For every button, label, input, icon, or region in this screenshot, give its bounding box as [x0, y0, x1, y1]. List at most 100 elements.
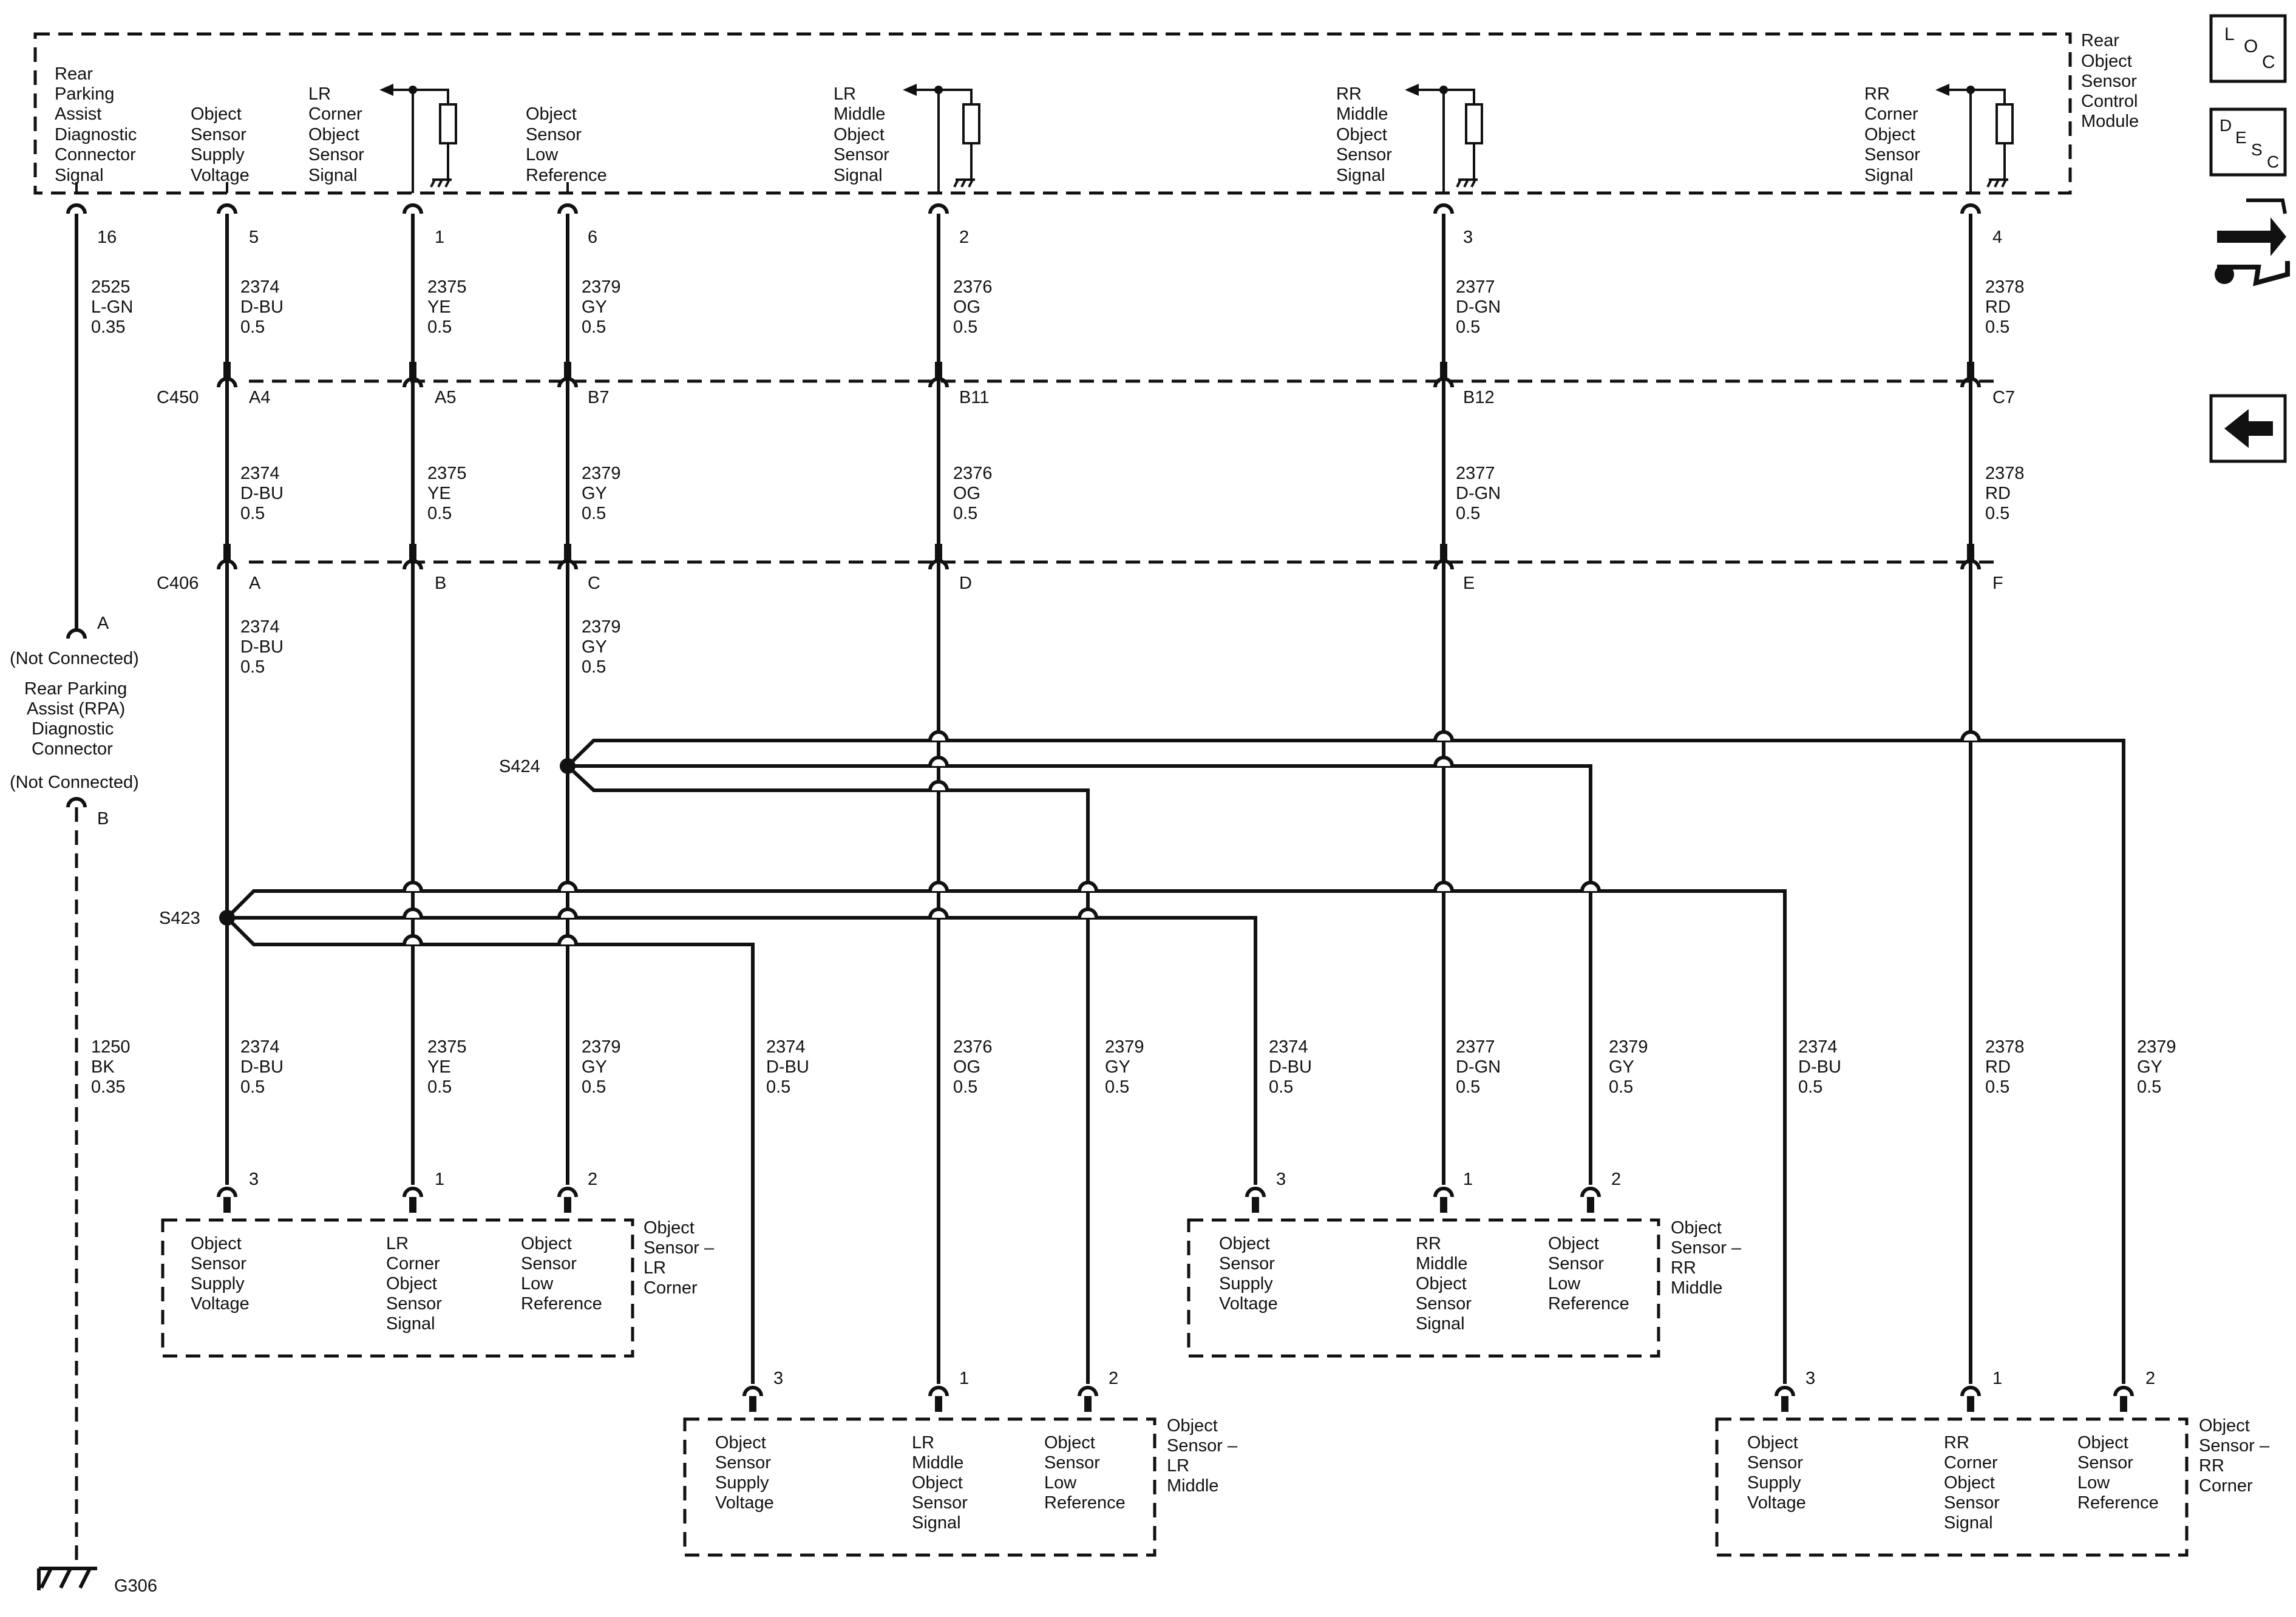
svg-text:F: F: [1992, 574, 2003, 593]
c450-label: C450: [157, 388, 199, 407]
svg-text:Object: Object: [1671, 1218, 1722, 1238]
svg-text:Signal: Signal: [308, 166, 358, 185]
svg-text:Middle: Middle: [1167, 1476, 1218, 1496]
svg-text:B: B: [97, 809, 109, 829]
svg-text:OG: OG: [953, 297, 980, 317]
svg-text:Supply: Supply: [191, 145, 245, 164]
svg-text:2379: 2379: [582, 277, 621, 297]
svg-text:0.5: 0.5: [427, 504, 452, 523]
svg-text:4: 4: [1992, 228, 2002, 247]
svg-text:D-GN: D-GN: [1456, 297, 1501, 317]
svg-text:0.5: 0.5: [953, 1077, 977, 1097]
svg-text:2379: 2379: [2137, 1037, 2176, 1057]
svg-text:2374: 2374: [1798, 1037, 1838, 1057]
svg-text:2374: 2374: [240, 277, 280, 297]
svg-text:Object: Object: [1864, 125, 1915, 144]
svg-text:2379: 2379: [582, 464, 621, 483]
svg-text:E: E: [1463, 574, 1475, 593]
svg-text:Voltage: Voltage: [1219, 1294, 1278, 1314]
svg-text:2: 2: [1611, 1170, 1621, 1189]
branch-wire-labels: 2374 D-BU 0.5 2375 YE 0.5 2379 GY 0.5 23…: [240, 1037, 2176, 1097]
splice-s423-dot: [219, 910, 235, 926]
svg-text:0.5: 0.5: [2137, 1077, 2161, 1097]
svg-text:D-GN: D-GN: [1456, 1057, 1501, 1077]
splice-s424-label: S424: [499, 757, 540, 776]
svg-text:0.5: 0.5: [240, 504, 265, 523]
svg-text:0.5: 0.5: [582, 504, 606, 523]
back-arrow-icon[interactable]: [2209, 394, 2287, 463]
c406-label: C406: [157, 574, 199, 593]
svg-text:D-BU: D-BU: [240, 297, 284, 317]
svg-text:RR: RR: [1944, 1433, 1969, 1453]
svg-text:GY: GY: [1609, 1057, 1634, 1077]
svg-text:Corner: Corner: [644, 1278, 698, 1298]
svg-text:Object: Object: [834, 125, 885, 144]
svg-text:Object: Object: [1944, 1473, 1995, 1493]
svg-text:Object: Object: [2077, 1433, 2128, 1453]
svg-text:0.5: 0.5: [240, 1077, 265, 1097]
svg-text:L: L: [2224, 24, 2235, 44]
svg-text:Sensor: Sensor: [191, 125, 246, 144]
svg-text:2378: 2378: [1985, 277, 2025, 297]
svg-text:Reference: Reference: [1548, 1294, 1629, 1314]
svg-text:Object: Object: [644, 1218, 695, 1238]
svg-text:LR: LR: [1167, 1456, 1189, 1476]
svg-text:2: 2: [959, 228, 969, 247]
svg-text:1: 1: [1463, 1170, 1473, 1189]
svg-text:Signal: Signal: [55, 166, 104, 185]
svg-text:GY: GY: [582, 484, 607, 503]
svg-text:2: 2: [588, 1170, 597, 1189]
desc-icon[interactable]: D E S C: [2209, 107, 2287, 177]
svg-text:Sensor: Sensor: [2077, 1453, 2133, 1473]
svg-text:RD: RD: [1985, 1057, 2011, 1077]
sensor-lr-corner: 3 1 2 Object Sensor Supply Voltage LR Co…: [161, 1170, 715, 1358]
svg-text:Object: Object: [191, 1234, 242, 1253]
svg-text:0.5: 0.5: [1985, 504, 2009, 523]
svg-text:Supply: Supply: [715, 1473, 769, 1493]
svg-text:Voltage: Voltage: [1747, 1493, 1806, 1513]
wire-labels-top: 2525 L-GN 0.35 2374 D-BU 0.5 2375 YE 0.5…: [91, 277, 2025, 337]
svg-text:0.5: 0.5: [1105, 1077, 1129, 1097]
svg-text:C7: C7: [1992, 388, 2015, 407]
svg-text:2377: 2377: [1456, 277, 1495, 297]
loc-icon[interactable]: L O C: [2209, 14, 2287, 83]
svg-text:Reference: Reference: [2077, 1493, 2159, 1513]
svg-text:2376: 2376: [953, 464, 993, 483]
module-pin-label-supply: Object Sensor Supply Voltage: [191, 104, 250, 185]
svg-text:Reference: Reference: [1044, 1493, 1126, 1513]
svg-text:Sensor: Sensor: [308, 145, 364, 164]
svg-text:0.5: 0.5: [1985, 1077, 2009, 1097]
module-name: Rear Object Sensor Control Module: [2081, 31, 2139, 131]
svg-text:Sensor –: Sensor –: [644, 1238, 715, 1258]
svg-text:RR: RR: [1336, 84, 1362, 104]
svg-text:Sensor: Sensor: [191, 1254, 246, 1273]
svg-text:Object: Object: [521, 1234, 572, 1253]
svg-text:0.5: 0.5: [427, 317, 452, 337]
svg-text:Middle: Middle: [912, 1453, 963, 1473]
svg-text:Object: Object: [1167, 1416, 1218, 1436]
svg-text:D-BU: D-BU: [1269, 1057, 1312, 1077]
svg-text:E: E: [2235, 128, 2247, 147]
svg-text:2379: 2379: [1609, 1037, 1648, 1057]
svg-text:Object: Object: [1747, 1433, 1798, 1453]
svg-text:2374: 2374: [1269, 1037, 1308, 1057]
svg-text:0.35: 0.35: [91, 1077, 125, 1097]
svg-text:2377: 2377: [1456, 464, 1495, 483]
svg-text:1: 1: [435, 228, 444, 247]
svg-text:L-GN: L-GN: [91, 297, 133, 317]
svg-text:Assist: Assist: [55, 104, 101, 124]
svg-text:Signal: Signal: [1336, 166, 1385, 185]
svg-text:Sensor –: Sensor –: [2199, 1436, 2270, 1456]
pullup-resistor-rr-corner: [1935, 84, 2014, 188]
svg-text:D-BU: D-BU: [1798, 1057, 1841, 1077]
svg-text:Object: Object: [526, 104, 577, 124]
svg-text:C: C: [2267, 152, 2279, 171]
splice-s424-dot: [560, 758, 576, 774]
module-pin-numbers: 16 5 1 6 2 3 4: [97, 228, 2002, 247]
wires-vertical: [75, 214, 1972, 1384]
svg-text:0.5: 0.5: [1269, 1077, 1293, 1097]
svg-text:O: O: [2244, 36, 2258, 56]
connector-tool-icon[interactable]: [2215, 198, 2290, 286]
svg-text:3: 3: [1805, 1369, 1815, 1388]
svg-text:D-BU: D-BU: [240, 484, 284, 503]
